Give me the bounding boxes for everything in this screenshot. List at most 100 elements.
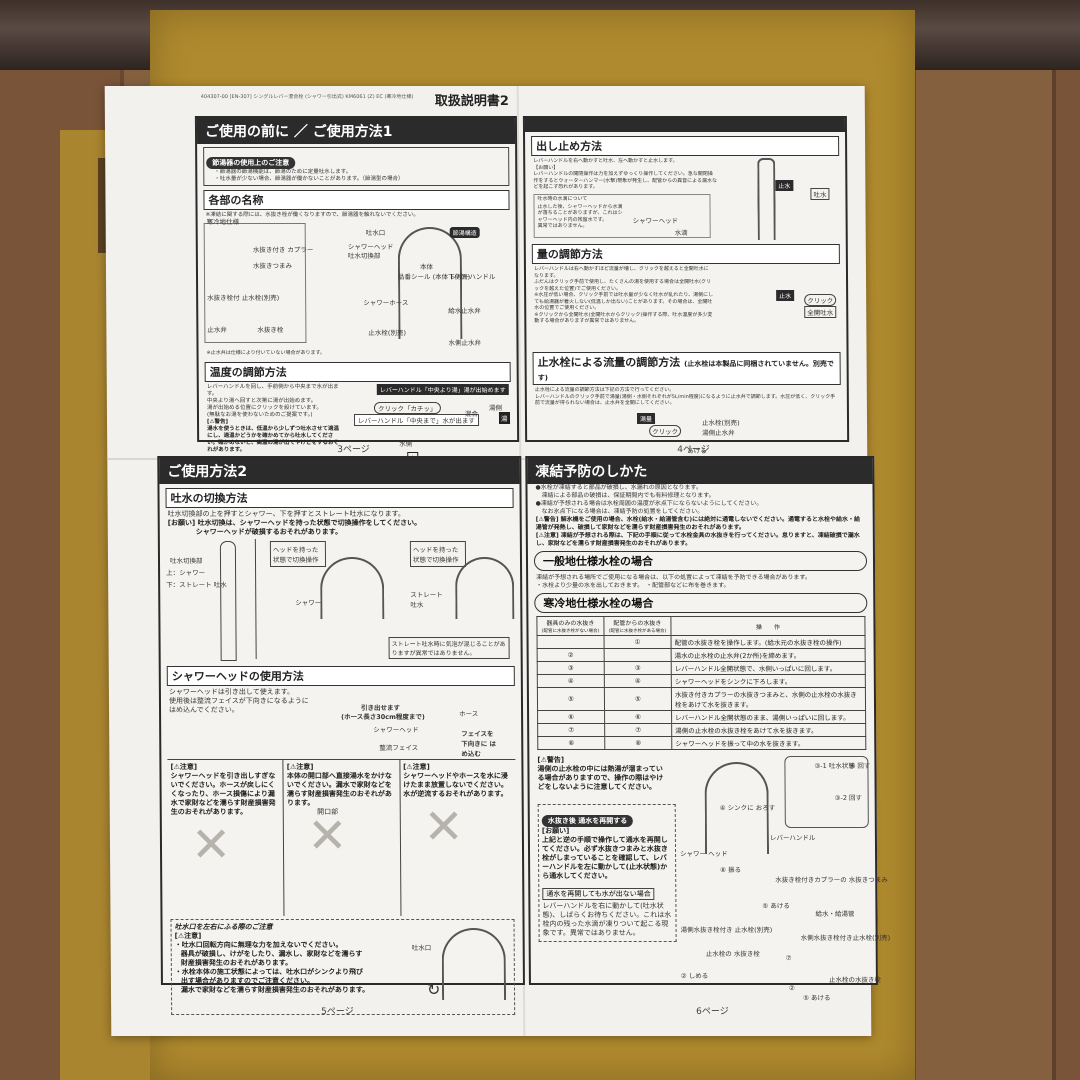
page4-banner-bar [524, 118, 846, 132]
tag-spout: 吐水 [810, 188, 830, 200]
temp-diagram-label: 湯側 [488, 404, 502, 412]
cross-mark-icon: ✕ [307, 808, 348, 864]
caution-text: シャワーヘッドを引き出しすぎないでください。ホースが戻しにくくなったり、ホース損… [170, 772, 276, 816]
page6-banner: 凍結予防のしかた [527, 458, 873, 484]
tag-full-open: 全開吐水 [804, 306, 837, 318]
label-straight: ストレート 吐水 [410, 591, 443, 609]
stop-valve-footnote: ※止水弁は仕様により付いていない場合があります。 [206, 350, 326, 356]
switch-request-2: シャワーヘッドが破損するおそれがあります。 [195, 528, 343, 536]
temp-diagram-label: 水側 [399, 440, 413, 448]
spout-side-illustration [219, 541, 237, 661]
intro-line: ●凍結が予想される場合は水栓周囲の温度が氷点下にならないようにしてください。 [535, 500, 763, 507]
faucet-label: 吐水口 [365, 229, 386, 237]
part-label: 水抜きつまみ [252, 262, 292, 270]
drain-label: 止水栓の 水抜き栓 [705, 950, 760, 958]
faucet-straight-illustration [454, 557, 515, 619]
onoff-label: 水滴 [674, 229, 688, 237]
drain-label: ② しめる [680, 972, 709, 980]
page-number-3: 3ページ [337, 445, 370, 455]
section-valve-title: 止水栓による流量の調節方法 [537, 356, 681, 369]
valve-label: 湯側止水弁 [702, 428, 735, 437]
table-header-row: 器具のみの水抜き(配管に水抜き栓がない場合) 配管からの水抜き(配管に水抜き栓が… [536, 616, 866, 636]
flow-section: レバーハンドルは右へ動かすほど流量が増し、クリックを越えると全開吐水になります。… [526, 266, 847, 348]
cross-mark-icon: ✕ [423, 799, 464, 855]
col-header: 器具のみの水抜き(配管に水抜き栓がない場合) [536, 616, 605, 636]
intro-line: なお氷点下になる場合は、凍結予防の処置をしてください。 [541, 508, 704, 515]
instruction-manual-sheet: 404307-00 [EN-307] シングルレバー混合栓 (シャワー引出式) … [104, 86, 890, 1036]
valve-text: レバーハンドルのクリック手前で湯量(湯側・水側それぞれが5L/min程度)になる… [534, 393, 836, 407]
document-header-code: 404307-00 [EN-307] シングルレバー混合栓 (シャワー引出式) … [200, 94, 414, 100]
intro-line: 凍結による部品の破損は、保証期間内でも有料修理となります。 [541, 492, 715, 499]
page-5: ご使用方法2 吐水の切換方法 吐水切換部の上を押すとシャワー、下を押すとストレー… [157, 456, 525, 1015]
page-number-4: 4ページ [677, 445, 710, 455]
cold-spec-parts-box: 寒冷地仕様 水抜き付き カプラー 水抜きつまみ 水抜き栓付 止水栓(別売) 止水… [203, 218, 313, 343]
temp-text: 湯が出始める位置にクリックを設けています。 [206, 405, 322, 411]
faucet-illustration [397, 227, 463, 339]
switch-request: [お願い] 吐水切換は、シャワーヘッドを持った状態で切換操作をしてください。 [167, 519, 422, 527]
temp-diagram-label: 混合 [464, 410, 479, 418]
intro-line: ●水栓が凍結すると部品が破損し、水漏れの原因となります。 [535, 484, 702, 491]
speech-bubble: ヘッドを持った 状態で切換操作 [409, 541, 467, 567]
part-label: 水抜き栓付 止水栓(別売) [207, 294, 280, 302]
section-part-names: 各部の名称 [203, 190, 510, 210]
onoff-text: レバーハンドルの開閉操作は力を加えずゆっくり操作してください。急な開閉操作をする… [533, 171, 718, 190]
callout-click: クリック「カチッ」 [373, 402, 441, 414]
switch-label: 上：シャワー [166, 569, 206, 577]
parts-diagram: 寒冷地仕様 水抜き付き カプラー 水抜きつまみ 水抜き栓付 止水栓(別売) 止水… [198, 218, 517, 349]
drain-label: 止水栓の水抜き栓 [828, 976, 881, 984]
faucet-label: 水側止水弁 [448, 339, 482, 347]
drip-notice-text: 吐水時の水滴について [537, 196, 588, 202]
spout-label: 吐水口 [411, 944, 432, 952]
faucet-label: 吐水切換部 [347, 252, 381, 260]
temp-text: レバーハンドルを回し、手前側から中央まで水が出ます。 [206, 384, 339, 397]
faucet-label: 本体 [419, 263, 433, 271]
restart-tag: 水抜き後 通水を再開する [541, 815, 634, 827]
flow-text: レバーハンドルは右へ動かすほど流量が増し、クリックを越えると全開吐水になります。 [533, 266, 709, 279]
temp-text: (無駄なお湯を使わないためのご提案です。) [206, 412, 313, 418]
document-title: 取扱説明書2 [434, 94, 509, 109]
tag-click: クリック [804, 294, 837, 306]
switch-diagram: 吐水切換部 上：シャワー 下：ストレート 吐水 ヘッドを持った 状態で切換操作 … [160, 537, 521, 662]
drain-section: [⚠警告] 湯側の止水栓の中には熱湯が溜まっている場合がありますので、操作の際は… [529, 752, 890, 1002]
head-label: ホース [459, 710, 479, 718]
caution-text: シャワーヘッドやホースを水に浸けたまま放置しないでください。水が逆流するおそれが… [403, 772, 508, 798]
page5-banner: ご使用方法2 [159, 458, 520, 484]
tag-click: クリック [649, 424, 682, 437]
callout-hot: レバーハンドル「中央より湯」湯が出始めます [376, 384, 509, 395]
callout-center: レバーハンドル「中央まで」水が出ます [353, 414, 479, 426]
caution-pullout: [⚠注意] シャワーヘッドを引き出しすぎないでください。ホースが戻しにくくなった… [167, 760, 285, 916]
page-3: ご使用の前に ／ ご使用方法1 節湯器の使用上のご注意 ・節湯器の節湯機能は、節… [194, 116, 520, 464]
drip-notice-text: 異常ではありません。 [537, 223, 588, 229]
part-label: 水抜き栓 [257, 326, 284, 334]
drip-notice-text: 止水した後、シャワーヘッドから水滴が落ちることがありますが、これはシャワーヘッド… [537, 203, 623, 223]
drain-label: ③-2 回す [834, 794, 863, 802]
drain-label: ⑥ 回す [849, 762, 871, 770]
restart-box: 水抜き後 通水を再開する [お願い] 上記と逆の手順で操作して通水を再開してくだ… [537, 804, 677, 942]
section-spout-switch: 吐水の切換方法 [165, 488, 514, 508]
drain-label: ⑧ 振る [720, 866, 742, 874]
part-names-text: ※凍結に関する際には、水抜き栓が働くなりますので、節湯器を触れないでください。 [205, 212, 419, 218]
section-flow: 量の調節方法 [531, 244, 840, 264]
swing-caution-box: 吐水口を左右にふる際のご注意 [⚠注意] ・吐水口回転方向に無理な力を加えないで… [170, 919, 516, 1015]
drain-label: シャワー ヘッド [680, 850, 728, 858]
hot-icon: 湯 [498, 412, 510, 424]
lever-illustration [757, 158, 776, 240]
section-temperature: 温度の調節方法 [204, 362, 511, 382]
onoff-label: シャワーヘッド [632, 217, 679, 225]
label-shower: シャワー [295, 599, 322, 607]
drain-label: 水側水抜き栓付き止水栓(別売) [800, 934, 891, 942]
rotate-arrow-icon: ↻ [426, 980, 441, 999]
restart-text: 上記と逆の手順で操作して通水を再開してください。必ず水抜きつまみと水抜き栓がしま… [541, 836, 668, 880]
no-water-text: レバーハンドルを右に動かして(吐水状態)、しばらくお待ちください。これは水栓内の… [542, 902, 672, 937]
restart-request: [お願い] [541, 827, 570, 835]
faucet-label: シャワーホース [363, 299, 409, 307]
drain-label: ⑤ あける [762, 902, 790, 910]
col-header: 操 作 [670, 616, 866, 636]
drip-notice-box: 吐水時の水滴について 止水した後、シャワーヘッドから水滴が落ちることがありますが… [533, 194, 711, 238]
